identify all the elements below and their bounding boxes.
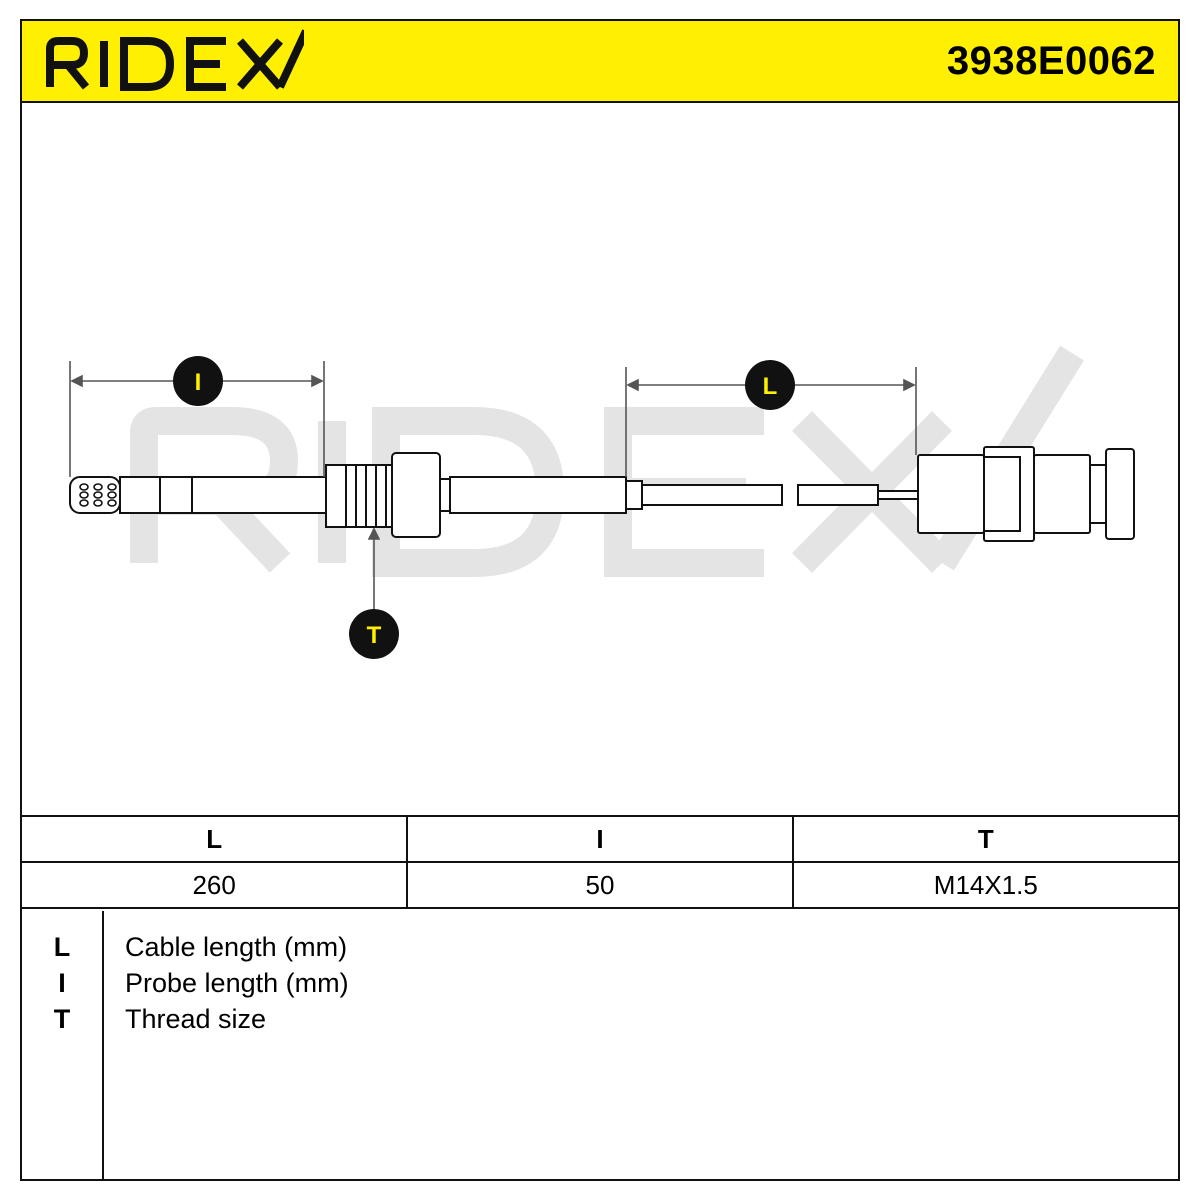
callout-cable-length: L <box>745 360 795 410</box>
spec-header-row: L I T <box>22 815 1178 863</box>
legend-key: I <box>58 968 66 998</box>
spec-value-thread: M14X1.5 <box>791 861 1178 909</box>
callout-thread: T <box>349 609 399 659</box>
cable-segment <box>641 484 783 506</box>
header-bar: 3938E0062 <box>22 21 1178 103</box>
callout-probe-length: I <box>173 356 223 406</box>
legend-desc: Thread size <box>125 1004 267 1034</box>
spec-value-row: 260 50 M14X1.5 <box>22 861 1178 909</box>
callout-label: L <box>763 373 778 400</box>
ridex-logo <box>46 29 304 91</box>
product-sheet: 3938E0062 <box>20 19 1180 1181</box>
probe-collar <box>159 476 193 514</box>
nut-collar <box>439 478 451 512</box>
sensor-diagram: I L T <box>69 345 1135 659</box>
legend-desc: Cable length (mm) <box>125 932 348 962</box>
legend-key-column <box>22 911 104 1179</box>
spec-header-probe: I <box>406 815 794 863</box>
spec-table: L I T 260 50 M14X1.5 <box>22 815 1178 909</box>
legend-desc: Probe length (mm) <box>125 968 349 998</box>
spec-header-thread: T <box>791 815 1178 863</box>
sensor-body <box>449 476 627 514</box>
callout-label: T <box>367 622 382 649</box>
part-number: 3938E0062 <box>946 39 1156 83</box>
cable-grommet <box>625 480 643 510</box>
legend: L Cable length (mm) I Probe length (mm) … <box>22 911 1178 1179</box>
hex-nut <box>391 452 441 538</box>
cable-wire <box>877 490 919 500</box>
electrical-connector <box>917 446 1135 542</box>
cable-segment <box>797 484 879 506</box>
legend-key: L <box>53 932 71 962</box>
legend-key: T <box>53 1004 71 1034</box>
probe-tube <box>119 476 327 514</box>
spec-value-cable: 260 <box>22 861 409 909</box>
dimension-thread <box>367 527 381 609</box>
spec-value-probe: 50 <box>406 861 794 909</box>
thread-section <box>325 464 393 528</box>
callout-label: I <box>195 369 202 396</box>
spec-header-cable: L <box>22 815 409 863</box>
